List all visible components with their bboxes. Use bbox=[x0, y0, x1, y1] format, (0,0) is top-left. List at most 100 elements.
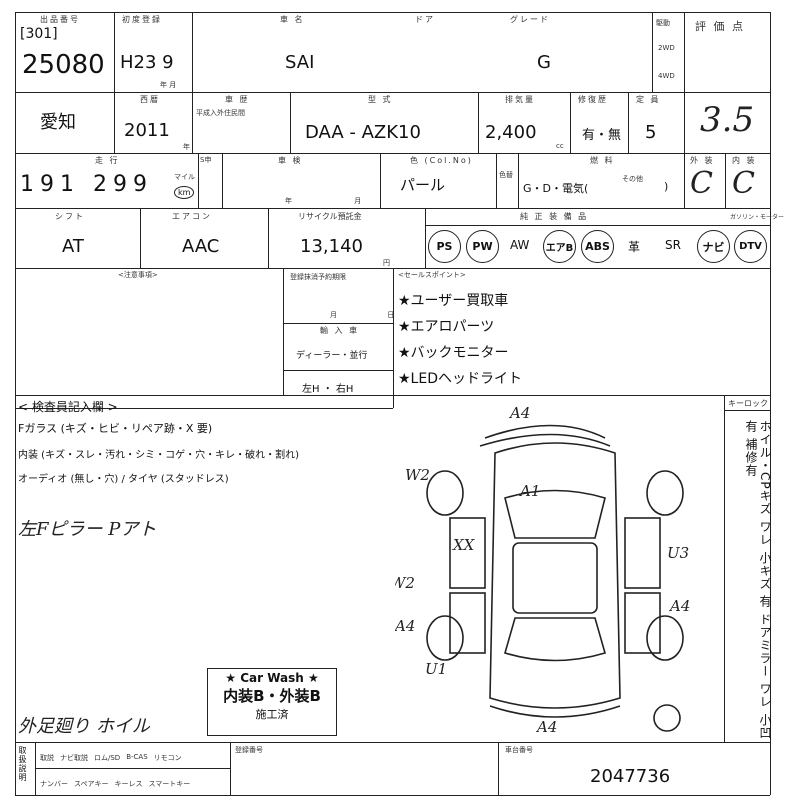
footer-item: スペアキー bbox=[74, 780, 109, 788]
lot-bracket: [301] bbox=[20, 26, 58, 42]
shift-label: シフト bbox=[55, 212, 85, 221]
footer-item: スマートキー bbox=[148, 780, 191, 788]
mileage: 191 299 bbox=[20, 172, 153, 197]
mileage-label: 走 行 bbox=[95, 156, 120, 165]
first-reg-value: H23 9 bbox=[120, 52, 174, 73]
displacement: 2,400 bbox=[485, 122, 537, 143]
damage-mark: W2 bbox=[405, 466, 430, 484]
year: 2011 bbox=[124, 120, 170, 141]
equipment-navi: ナビ bbox=[697, 230, 730, 263]
door-label: ドア bbox=[415, 15, 435, 24]
interior-grade: C bbox=[732, 166, 755, 201]
carwash-done: 施工済 bbox=[255, 708, 289, 721]
damage-mark: U3 bbox=[667, 544, 689, 562]
fuel-value: G・D・電気( bbox=[523, 182, 589, 195]
footer-item: キーレス bbox=[114, 780, 143, 788]
grid-line bbox=[283, 268, 284, 395]
year-unit: 年 bbox=[183, 143, 190, 151]
wheel-rear-left bbox=[426, 615, 464, 661]
location: 愛知 bbox=[40, 112, 76, 133]
gauge-label: ガソリン・モーター bbox=[730, 214, 785, 221]
equipment-label: 純 正 装 備 品 bbox=[520, 212, 589, 221]
transfer-unit: 月 日 bbox=[330, 311, 419, 319]
frame-top bbox=[15, 12, 770, 13]
equipment-dtv: DTV bbox=[734, 230, 767, 263]
inspection-unit: 年 月 bbox=[285, 197, 392, 205]
grid-line bbox=[114, 92, 115, 153]
drive-2wd: 2WD bbox=[658, 44, 675, 52]
grid-line bbox=[570, 92, 571, 153]
first-reg-unit: 年 月 bbox=[160, 81, 177, 89]
equipment-airbag: エアB bbox=[543, 230, 576, 263]
car-name: SAI bbox=[285, 52, 315, 73]
repair-value: 有・無 bbox=[582, 128, 622, 143]
front-bumper-outline bbox=[484, 424, 606, 439]
inspector-line-audio: オーディオ (無し・穴) / タイヤ (スタッドレス) bbox=[18, 474, 229, 485]
import-label: 輸 入 車 bbox=[320, 326, 360, 335]
grid-line bbox=[283, 323, 393, 324]
damage-mark: U1 bbox=[425, 660, 447, 678]
wheel-front-right bbox=[646, 470, 684, 516]
grid-line bbox=[35, 768, 230, 769]
inspection-label: 車 検 bbox=[278, 156, 303, 165]
shift: AT bbox=[62, 236, 84, 257]
grid-line bbox=[15, 395, 770, 396]
grid-line bbox=[15, 153, 770, 154]
grid-line bbox=[15, 742, 770, 743]
grade: G bbox=[537, 52, 551, 73]
grid-line bbox=[140, 208, 141, 268]
footer-item: ナビ取説 bbox=[60, 754, 88, 762]
color: パール bbox=[400, 176, 446, 194]
damage-mark: A1 bbox=[518, 482, 540, 500]
inspector-title: < 検査員記入欄 > bbox=[18, 400, 118, 414]
displacement-label: 排気量 bbox=[505, 95, 535, 104]
recycle-unit: 円 bbox=[383, 259, 390, 267]
grid-line bbox=[230, 742, 231, 795]
exchange-label: S申 bbox=[200, 156, 212, 164]
year-label: 西暦 bbox=[140, 95, 160, 104]
footer-label: 取扱説明 bbox=[18, 746, 27, 782]
exterior-label: 外 装 bbox=[690, 156, 715, 165]
chassis-number: 2047736 bbox=[590, 766, 671, 787]
chassis-label: 車台番号 bbox=[505, 746, 533, 754]
remarks-label: 登録番号 bbox=[235, 746, 263, 754]
fuel-label: 燃 料 bbox=[590, 156, 615, 165]
mileage-unit-mile: マイル bbox=[174, 173, 195, 181]
equipment-leather: 革 bbox=[628, 240, 641, 254]
inspector-handwritten-note: 左Fピラー Pアト bbox=[18, 519, 157, 540]
transfer-label: 登録抹消予約期限 bbox=[290, 273, 346, 281]
history-sub: 平成入外住民間 bbox=[196, 109, 245, 117]
equipment-abs: ABS bbox=[581, 230, 614, 263]
footer-row-1: 取説 ナビ取説 ロム/SD B-CAS リモコン bbox=[40, 753, 182, 763]
car-damage-diagram: A4 A1 W2 XX U3 W2 A4 A4 U1 A4 bbox=[395, 404, 690, 736]
sales-point-2: ★エアロパーツ bbox=[398, 319, 495, 335]
grid-line bbox=[15, 92, 770, 93]
footer-item: ロム/SD bbox=[94, 754, 121, 762]
damage-mark: XX bbox=[452, 536, 476, 554]
grid-line bbox=[380, 153, 381, 208]
grid-line bbox=[724, 395, 725, 742]
fuel-other: その他 bbox=[622, 175, 643, 183]
car-body-outline bbox=[489, 442, 621, 709]
grid-line bbox=[15, 408, 393, 409]
capacity: 5 bbox=[645, 122, 657, 143]
grid-line bbox=[192, 12, 193, 92]
color-label: 色 (Col.No) bbox=[410, 156, 473, 165]
side-notes: ホイル・CPキズ ワレ 小キズ 有 ドアミラー ワレ 小凹 有 補修有 bbox=[744, 420, 772, 740]
first-reg-label: 初度登録 bbox=[122, 15, 162, 24]
inspector-line-glass: Fガラス (キズ・ヒビ・リペア跡・X 要) bbox=[18, 422, 213, 435]
grid-line bbox=[15, 208, 770, 209]
damage-mark: A4 bbox=[395, 617, 415, 635]
import-value: ディーラー・並行 bbox=[296, 351, 368, 361]
grid-line bbox=[283, 370, 393, 371]
equipment-sunroof: SR bbox=[665, 238, 681, 252]
grid-line bbox=[192, 92, 193, 153]
grid-line bbox=[652, 12, 653, 92]
sales-point-3: ★バックモニター bbox=[398, 345, 509, 361]
grade-label: グレード bbox=[510, 15, 550, 24]
history-label: 車 歴 bbox=[225, 95, 250, 104]
frame-right bbox=[770, 12, 771, 795]
grid-line bbox=[393, 268, 394, 408]
windshield-outline bbox=[504, 489, 606, 539]
score: 3.5 bbox=[700, 100, 755, 140]
